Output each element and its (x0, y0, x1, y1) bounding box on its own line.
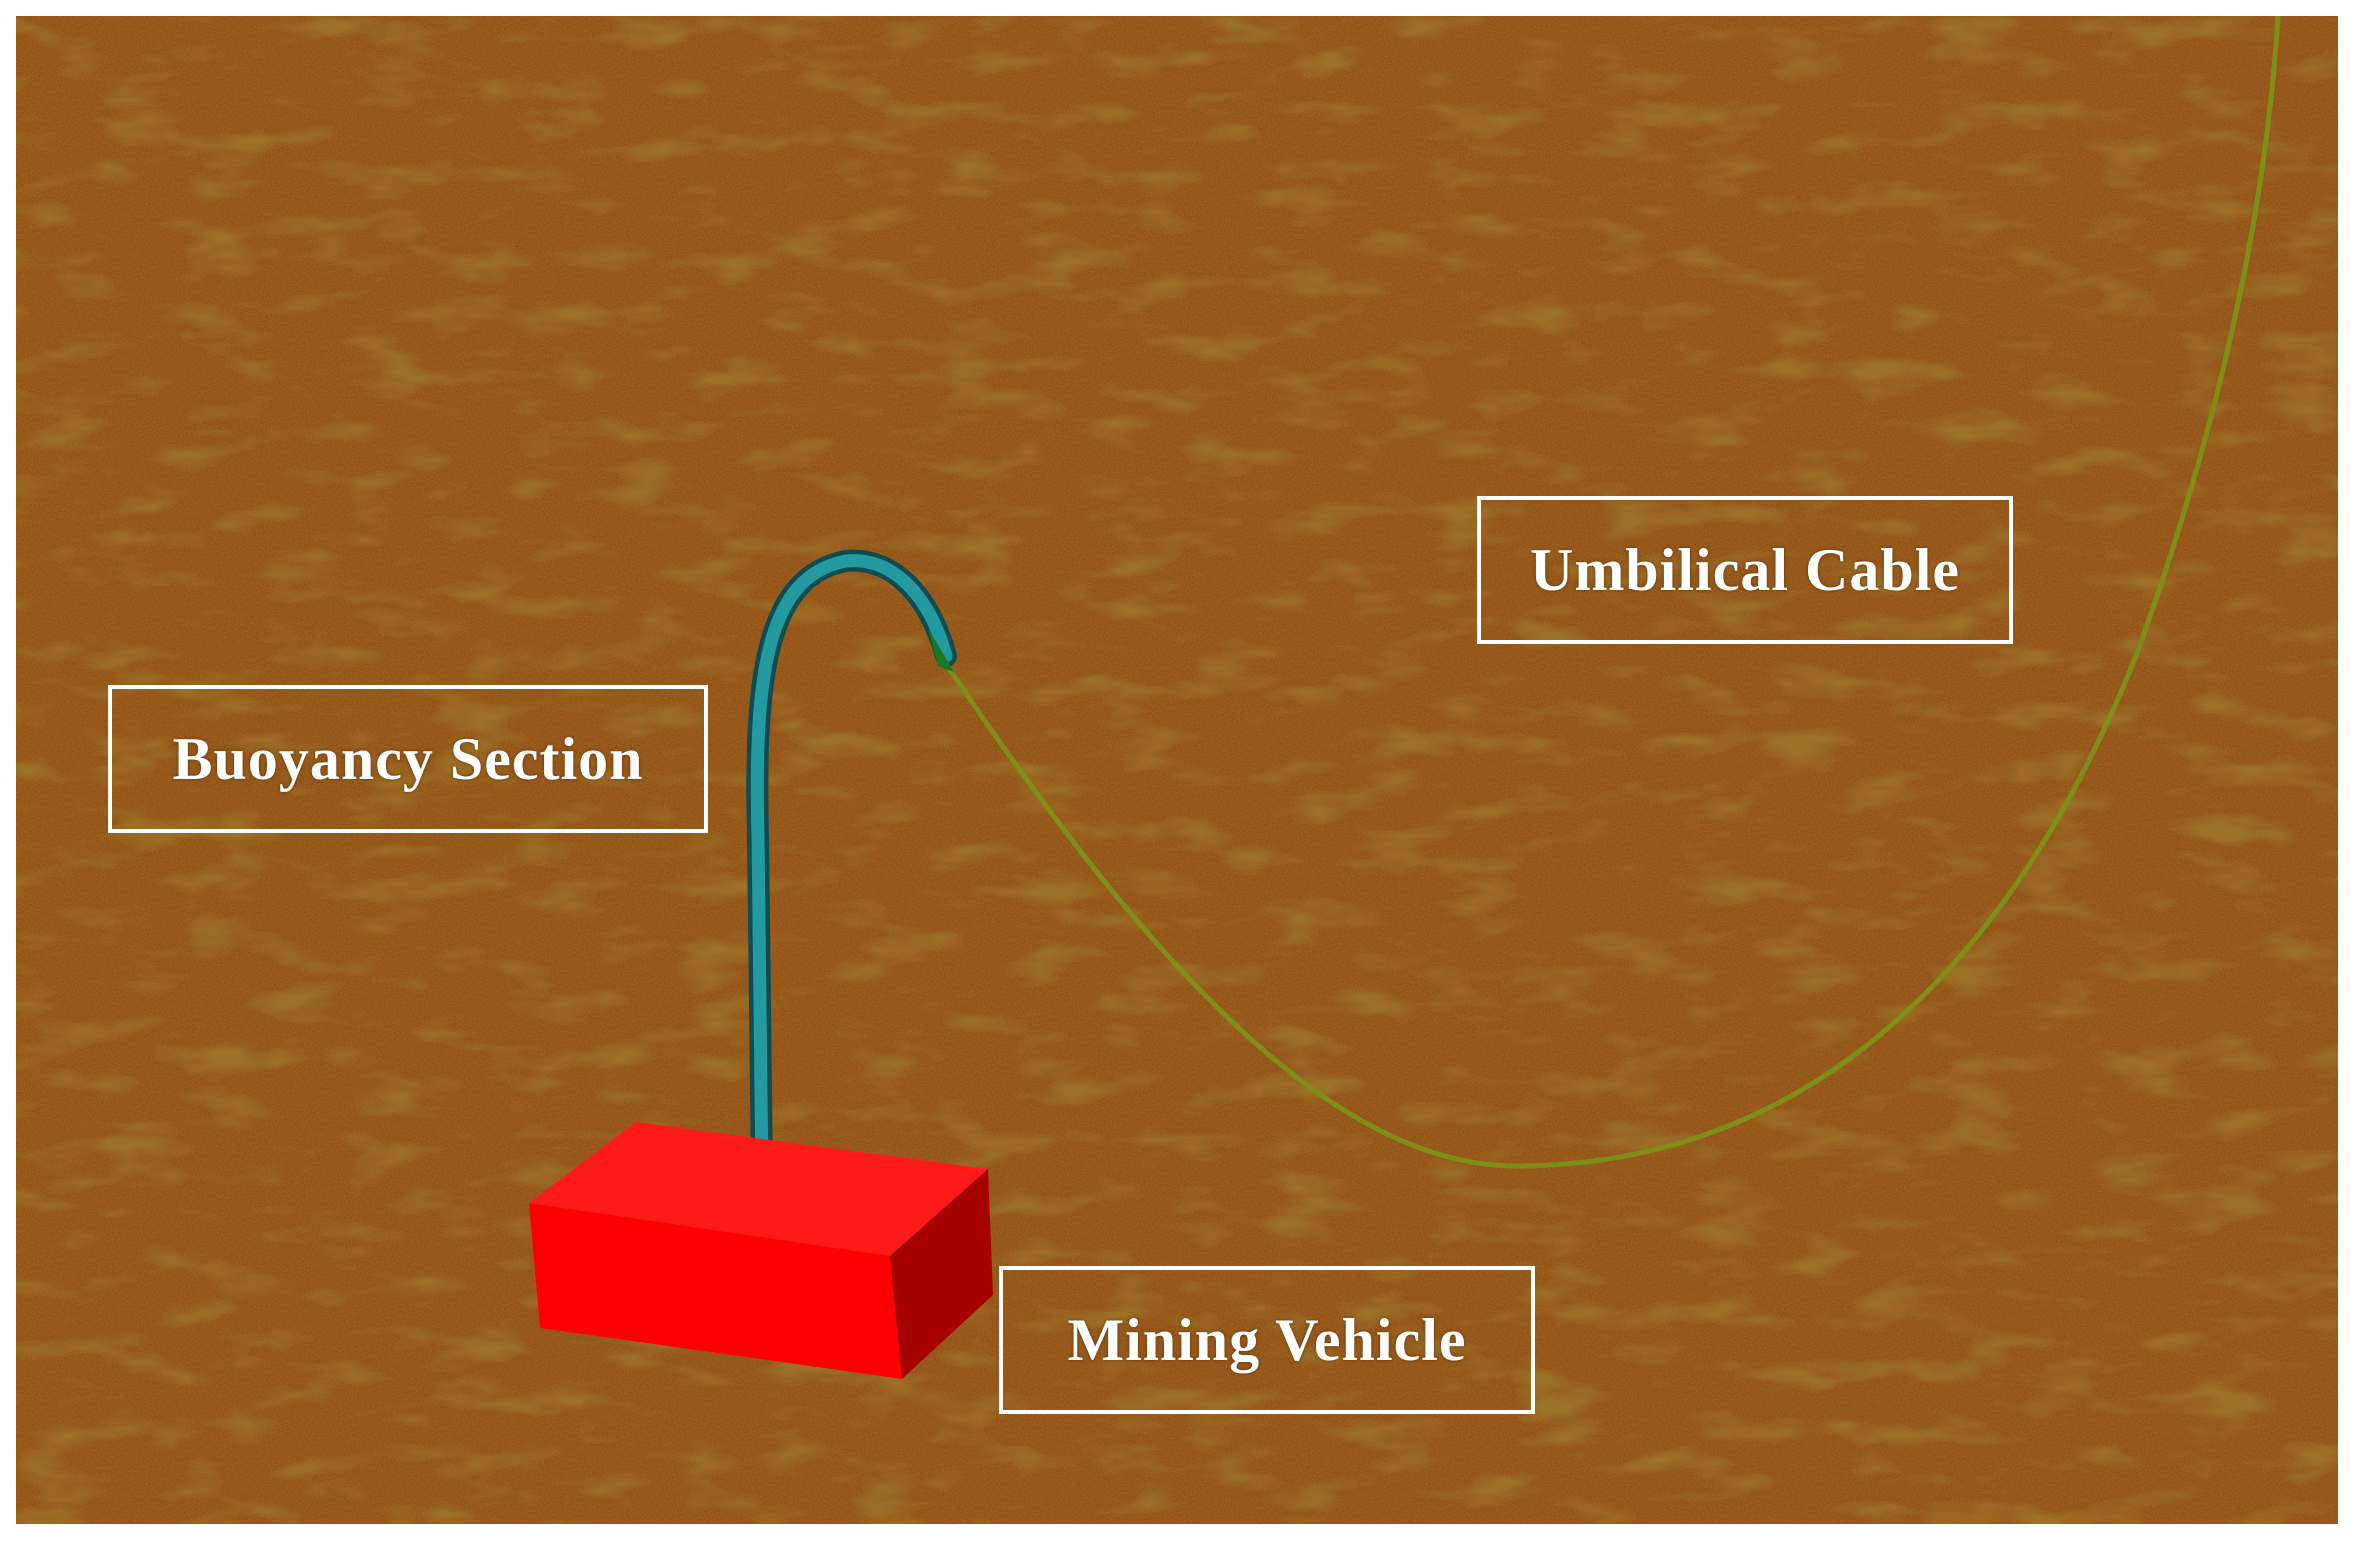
mining-vehicle-label: Mining Vehicle (999, 1266, 1535, 1414)
seabed-scene: Buoyancy Section Umbilical Cable Mining … (16, 16, 2338, 1524)
umbilical-cable-line (943, 16, 2281, 1169)
umbilical-cable-label-text: Umbilical Cable (1530, 536, 1960, 603)
seabed-speckles (16, 16, 2338, 1524)
buoyancy-section-label-text: Buoyancy Section (172, 725, 644, 792)
buoyancy-section-highlight (750, 554, 953, 1183)
buoyancy-connector (928, 628, 954, 672)
mining-vehicle-side-face (890, 1169, 993, 1379)
buoyancy-section-label: Buoyancy Section (108, 685, 708, 833)
mining-vehicle-front-face (529, 1203, 902, 1379)
umbilical-cable-label: Umbilical Cable (1477, 496, 2013, 644)
scene-canvas (16, 16, 2338, 1524)
mining-vehicle-label-text: Mining Vehicle (1067, 1306, 1467, 1373)
mining-vehicle-top-face (529, 1122, 988, 1256)
